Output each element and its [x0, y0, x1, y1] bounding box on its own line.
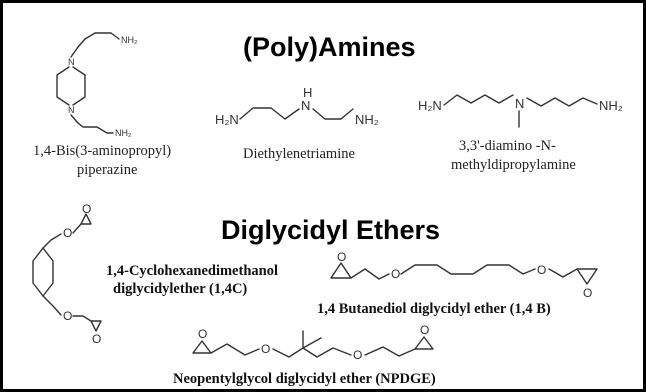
bapp-nh2-bottom: NH₂ — [115, 128, 132, 138]
chdm-label-line1: 1,4-Cyclohexanedimethanol — [106, 263, 278, 279]
structures-diagram: (Poly)Amines Diglycidyl Ethers NH₂ N N N… — [32, 32, 623, 387]
ddmpa-h2n: H₂N — [418, 98, 442, 113]
bdde-epoxide-o-right: O — [583, 286, 592, 300]
deta-structure: H₂N N H NH₂ — [215, 85, 379, 127]
deta-nh2: NH₂ — [355, 112, 379, 127]
chdm-label-line2: diglycidylether (1,4C) — [113, 281, 247, 297]
npdge-epoxide-o-right: O — [420, 323, 429, 337]
npdge-structure: O O O O — [192, 323, 434, 362]
bapp-label-line1: 1,4-Bis(3-aminopropyl) — [33, 143, 171, 159]
npdge-o-left: O — [261, 342, 270, 356]
deta-n: N — [301, 98, 310, 113]
chdm-epoxide-o-bottom: O — [92, 332, 101, 346]
bdde-o-left: O — [391, 267, 400, 281]
bdde-structure: O O O O — [330, 250, 598, 300]
bapp-n-top: N — [68, 57, 75, 67]
ddmpa-n: N — [515, 96, 524, 111]
bdde-o-right: O — [537, 263, 546, 277]
bdde-label: 1,4 Butanediol diglycidyl ether (1,4 B) — [317, 301, 551, 317]
chdm-epoxide-o-top: O — [82, 202, 91, 216]
bapp-nh2-top: NH₂ — [121, 35, 138, 45]
ddmpa-structure: H₂N N NH₂ — [418, 94, 623, 128]
amines-heading: (Poly)Amines — [243, 32, 416, 62]
ddmpa-label-line1: 3,3'-diamino -N- — [459, 138, 556, 154]
deta-h: H — [303, 85, 312, 100]
chdm-structure: O O O O — [32, 202, 102, 346]
npdge-epoxide-o-left: O — [198, 327, 207, 341]
chdm-o-bottom: O — [63, 309, 72, 323]
chdm-o-top: O — [63, 226, 72, 240]
bdde-epoxide-o-left: O — [337, 250, 346, 264]
deta-label: Diethylenetriamine — [243, 146, 355, 162]
ethers-heading: Diglycidyl Ethers — [221, 215, 440, 245]
deta-h2n: H₂N — [215, 112, 239, 127]
ddmpa-label-line2: methyldipropylamine — [451, 157, 576, 173]
bapp-label-line2: piperazine — [77, 162, 137, 178]
npdge-label: Neopentylglycol diglycidyl ether (NPDGE) — [173, 371, 436, 387]
ddmpa-nh2: NH₂ — [599, 98, 623, 113]
npdge-o-right: O — [353, 348, 362, 362]
bapp-structure: NH₂ N N NH₂ — [56, 32, 138, 138]
bapp-n-bottom: N — [68, 105, 75, 115]
